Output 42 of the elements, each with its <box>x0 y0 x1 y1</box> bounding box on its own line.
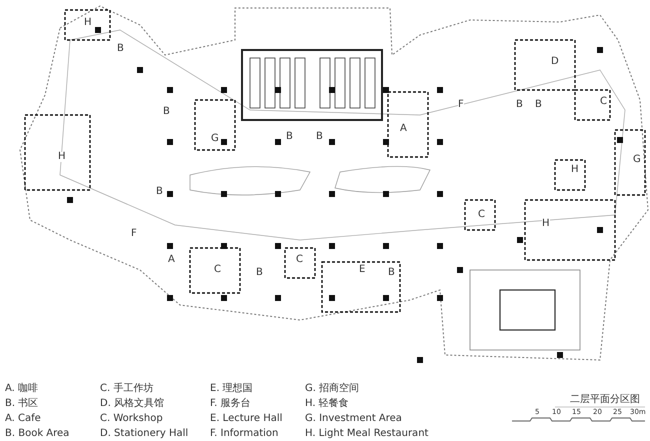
zone-letter: B <box>516 100 523 110</box>
zone-letter: B <box>256 268 263 278</box>
zone-letter: D <box>551 57 559 67</box>
legend-entry: B. Book Area <box>5 429 70 439</box>
zone-letter: A <box>168 255 175 265</box>
zone-letter: G <box>211 134 219 144</box>
zone-letter: C <box>296 255 303 265</box>
zone-letter: H <box>542 219 550 229</box>
zone-letter: B <box>535 100 542 110</box>
zone-letter: B <box>156 187 163 197</box>
legend-entry: F. 服务台 <box>210 399 251 409</box>
legend-entry: G. Investment Area <box>305 414 402 424</box>
legend-entry: E. Lecture Hall <box>210 414 282 424</box>
legend-entry: E. 理想国 <box>210 384 253 394</box>
zone-letter: H <box>84 18 92 28</box>
zone-letter: C <box>478 210 485 220</box>
zone-letter: B <box>286 132 293 142</box>
zone-letter: C <box>600 97 607 107</box>
legend-entry: G. 招商空间 <box>305 384 360 394</box>
zone-letter: G <box>633 155 641 165</box>
zone-letter: H <box>58 152 66 162</box>
legend-entry: A. 咖啡 <box>5 384 38 394</box>
legend-entry: D. Stationery Hall <box>100 429 188 439</box>
legend-entry: H. Light Meal Restaurant <box>305 429 428 439</box>
legend-entry: B. 书区 <box>5 399 38 409</box>
zone-letter: F <box>131 229 137 239</box>
zone-letter: B <box>316 132 323 142</box>
zone-letter: B <box>163 107 170 117</box>
legend-entry: C. 手工作坊 <box>100 384 154 394</box>
zone-letter: H <box>571 165 579 175</box>
zone-letter: A <box>400 124 407 134</box>
zone-letter: B <box>388 268 395 278</box>
zone-letter: B <box>117 44 124 54</box>
zone-letter: F <box>458 100 464 110</box>
drawing-title: 二层平面分区图 <box>570 395 640 405</box>
legend-entry: D. 风格文具馆 <box>100 399 164 409</box>
legend-entry: F. Information <box>210 429 278 439</box>
legend-entry: C. Workshop <box>100 414 163 424</box>
legend-entry: A. Cafe <box>5 414 41 424</box>
zone-letter: E <box>359 265 366 275</box>
zone-letter: C <box>214 265 221 275</box>
legend-entry: H. 轻餐食 <box>305 399 349 409</box>
